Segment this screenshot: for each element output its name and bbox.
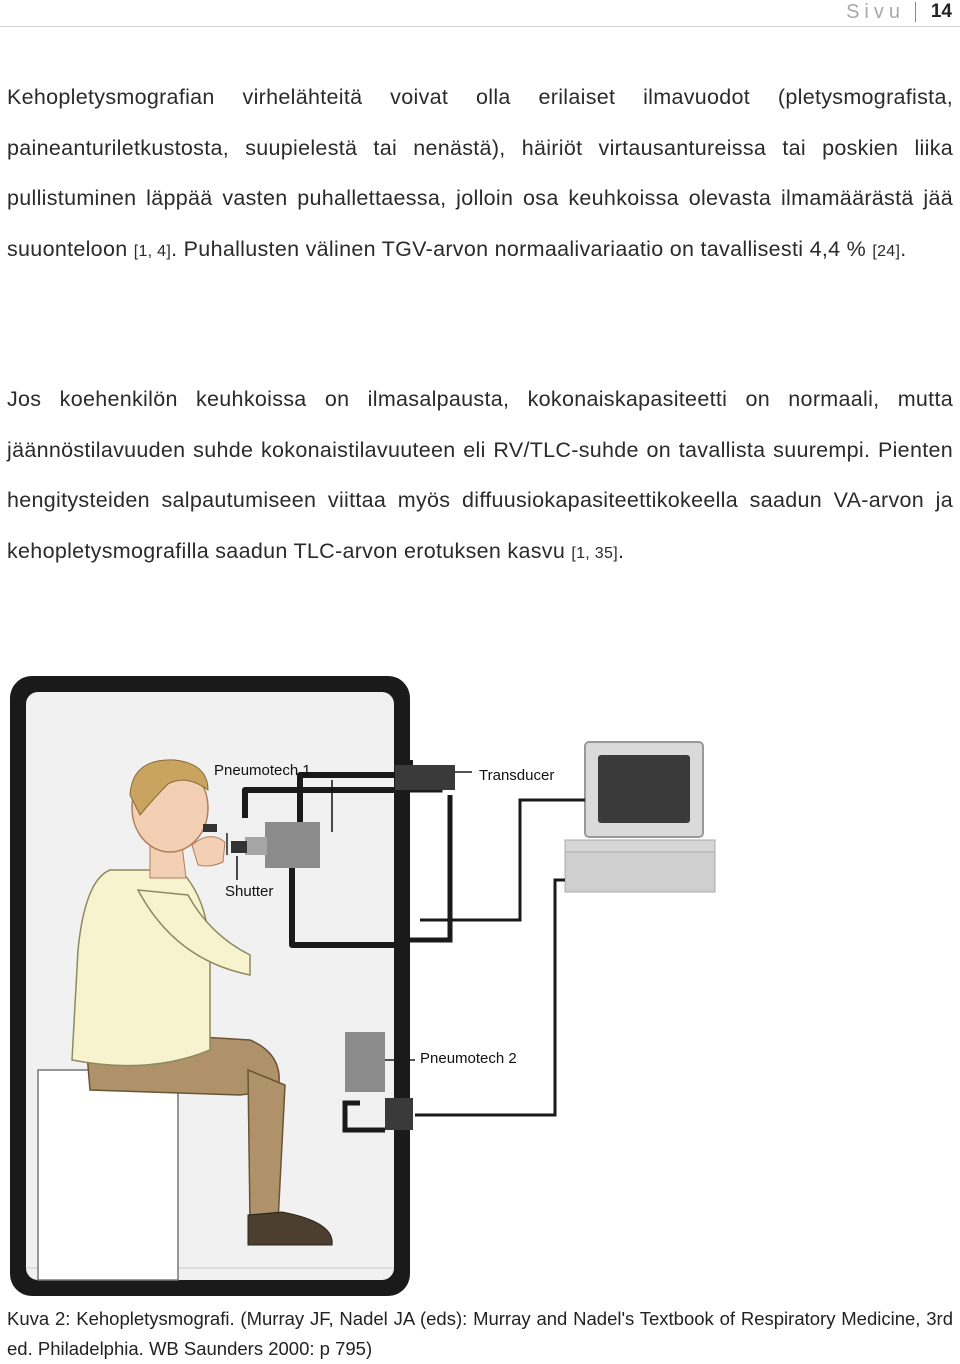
figure-labels: Pneumotech 1 Transducer Shutter Pneumote… — [214, 762, 554, 1067]
transducer-device — [395, 765, 472, 790]
paragraph1-text-b: . Puhallusten välinen TGV-arvon normaali… — [171, 236, 873, 261]
label-pneumotech-2: Pneumotech 2 — [420, 1050, 517, 1067]
person — [37, 759, 333, 1281]
page-label: Sivu — [846, 1, 905, 23]
label-shutter: Shutter — [225, 883, 273, 900]
plethysmograph-illustration: Pneumotech 1 Transducer Shutter Pneumote… — [10, 676, 716, 1296]
paragraph2-text-b: . — [617, 538, 625, 563]
booth-leads — [410, 778, 453, 943]
seat — [37, 1069, 179, 1281]
header-divider — [915, 2, 916, 22]
paragraph1-text-c: . — [900, 236, 907, 261]
paragraph-measurement-errors: Kehopletysmografian virhelähteitä voivat… — [7, 72, 953, 277]
figure-caption: Kuva 2: Kehopletysmografi. (Murray JF, N… — [7, 1308, 953, 1359]
paragraph-airway-obstruction: Jos koehenkilön keuhkoissa on ilmasalpau… — [7, 374, 953, 579]
paragraph1-text-a: Kehopletysmografian virhelähteitä voivat… — [7, 85, 953, 261]
citation-1-4: [1, 4] — [133, 242, 172, 260]
plethysmograph-figure: Pneumotech 1 Transducer Shutter Pneumote… — [0, 665, 960, 1305]
monitor — [564, 741, 716, 893]
computer-cables — [415, 798, 585, 1117]
page-number: 14 — [930, 1, 952, 22]
page-header: Sivu 14 — [0, 0, 960, 27]
pneumotech-1-device — [226, 822, 320, 868]
pneumotech-2-device — [342, 1032, 415, 1133]
citation-1-35: [1, 35] — [571, 544, 618, 562]
paragraph2-text-a: Jos koehenkilön keuhkoissa on ilmasalpau… — [7, 387, 953, 563]
label-transducer: Transducer — [479, 767, 554, 784]
label-leader-lines — [236, 780, 333, 880]
label-pneumotech-1: Pneumotech 1 — [214, 762, 311, 779]
citation-24: [24] — [872, 242, 901, 260]
